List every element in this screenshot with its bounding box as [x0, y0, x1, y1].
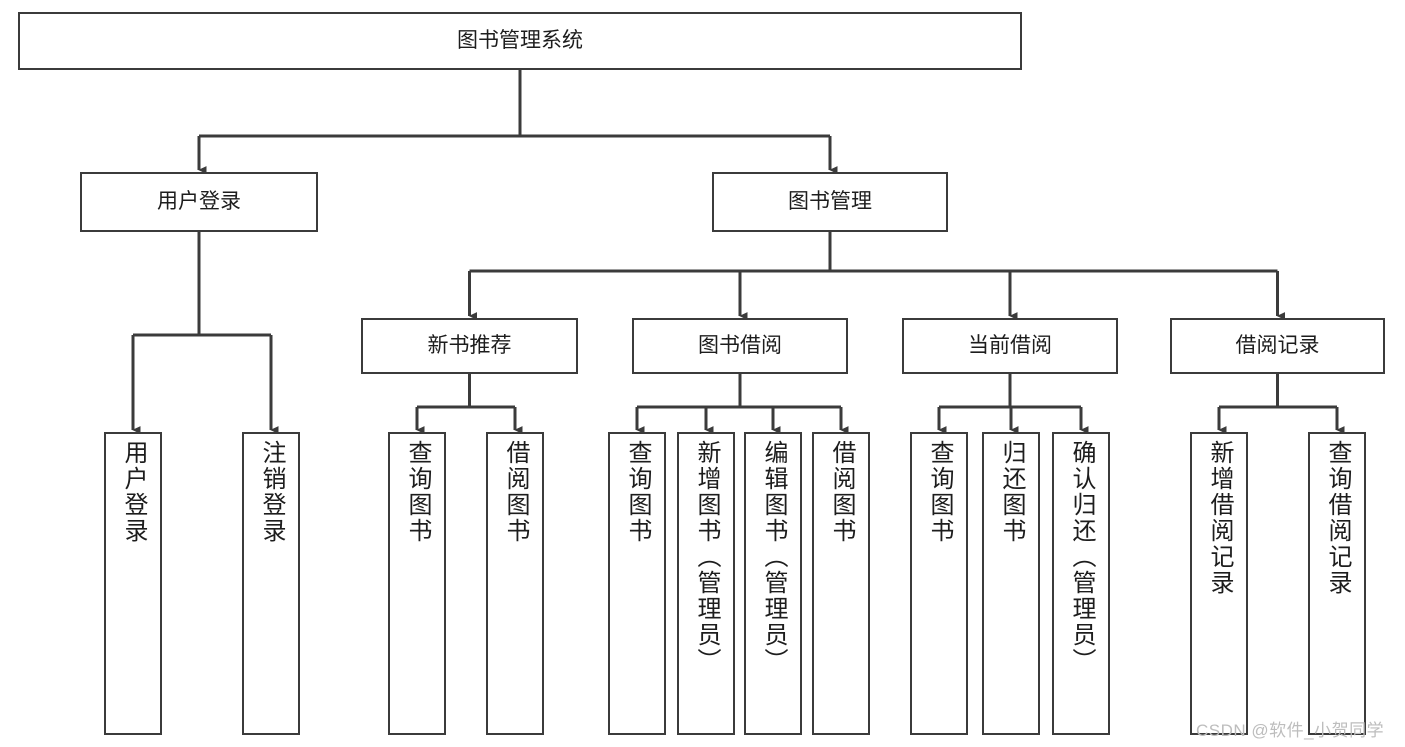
node-leaf-borrow-book[interactable]: 借阅图书 [812, 432, 870, 735]
node-label: 用户登录 [120, 440, 147, 544]
node-label: 图书管理 [788, 189, 872, 213]
node-label: 借阅图书 [502, 440, 529, 544]
node-new-book-rec[interactable]: 新书推荐 [361, 318, 578, 374]
node-label: 查询借阅记录 [1324, 440, 1351, 596]
node-label: 归还图书 [998, 440, 1025, 544]
node-label: 图书管理系统 [457, 28, 583, 52]
node-leaf-query-book-rec[interactable]: 查询图书 [388, 432, 446, 735]
node-leaf-query-book-cur[interactable]: 查询图书 [910, 432, 968, 735]
node-book-manage[interactable]: 图书管理 [712, 172, 948, 232]
watermark: CSDN @软件_小贺同学 [1196, 721, 1385, 740]
node-leaf-add-record[interactable]: 新增借阅记录 [1190, 432, 1248, 735]
node-label: 编辑图书（管理员） [760, 440, 787, 674]
node-current-borrow[interactable]: 当前借阅 [902, 318, 1118, 374]
node-label: 图书借阅 [698, 333, 782, 357]
node-root[interactable]: 图书管理系统 [18, 12, 1022, 70]
node-label: 查询图书 [926, 440, 953, 544]
node-leaf-edit-book[interactable]: 编辑图书（管理员） [744, 432, 802, 735]
node-label: 用户登录 [157, 189, 241, 213]
node-book-borrow[interactable]: 图书借阅 [632, 318, 848, 374]
node-leaf-confirm-return[interactable]: 确认归还（管理员） [1052, 432, 1110, 735]
node-label: 确认归还（管理员） [1068, 440, 1095, 674]
node-leaf-borrow-book-rec[interactable]: 借阅图书 [486, 432, 544, 735]
node-leaf-user-login[interactable]: 用户登录 [104, 432, 162, 735]
node-leaf-return-book[interactable]: 归还图书 [982, 432, 1040, 735]
node-label: 查询图书 [404, 440, 431, 544]
node-label: 新增图书（管理员） [693, 440, 720, 674]
node-user-login[interactable]: 用户登录 [80, 172, 318, 232]
node-label: 借阅图书 [828, 440, 855, 544]
connector-lines [131, 70, 1345, 434]
node-label: 新书推荐 [427, 333, 512, 357]
node-label: 新增借阅记录 [1206, 440, 1233, 596]
node-leaf-query-record[interactable]: 查询借阅记录 [1308, 432, 1366, 735]
node-label: 注销登录 [258, 440, 285, 544]
node-label: 当前借阅 [968, 333, 1052, 357]
node-leaf-add-book[interactable]: 新增图书（管理员） [677, 432, 735, 735]
node-label: 查询图书 [624, 440, 651, 544]
node-borrow-record[interactable]: 借阅记录 [1170, 318, 1385, 374]
node-leaf-logout[interactable]: 注销登录 [242, 432, 300, 735]
node-label: 借阅记录 [1235, 333, 1320, 357]
node-leaf-query-book[interactable]: 查询图书 [608, 432, 666, 735]
